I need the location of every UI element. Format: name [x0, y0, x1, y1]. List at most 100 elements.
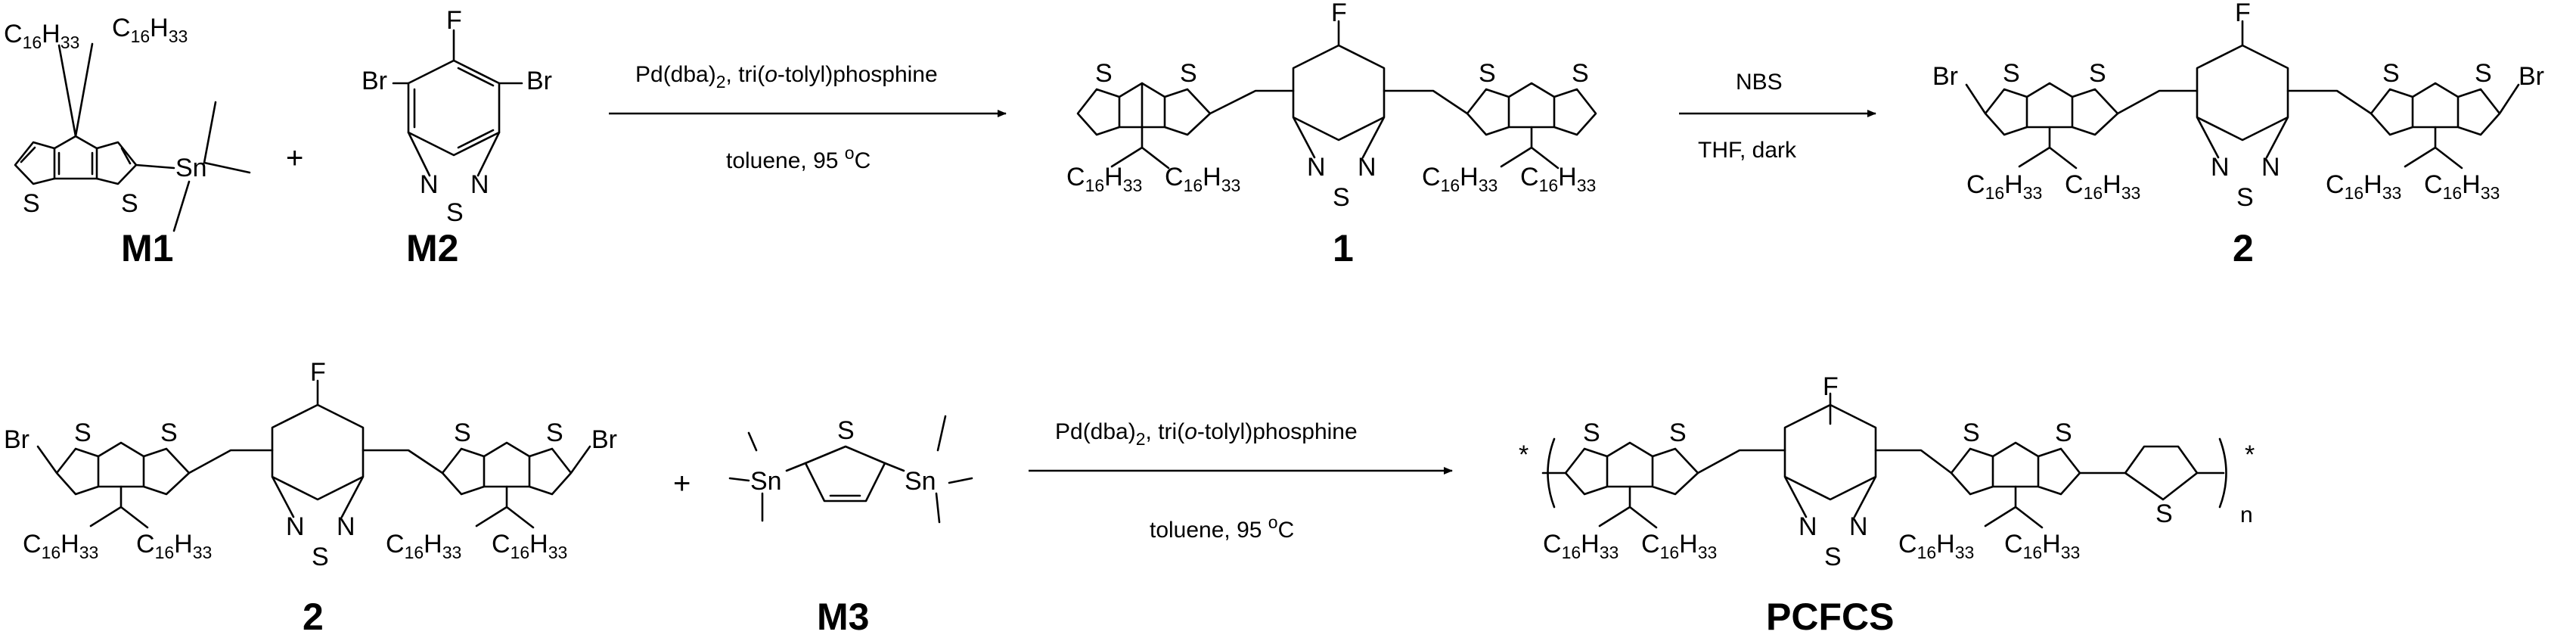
m3-sn-bonds [728, 415, 973, 524]
c2b-fluorine: F [310, 358, 326, 387]
label-polymer: PCFCS [1766, 596, 1894, 638]
c2a-sulfur-4: S [2475, 59, 2492, 88]
c2a-bromine-right: Br [2519, 62, 2544, 91]
structure-polymer: * * n S S S S S F N N S C16H33 C16H33 C1… [1519, 372, 2255, 571]
m3-sulfur: S [837, 416, 855, 445]
plus-sign-2: + [673, 467, 691, 500]
c2a-sulfur-btd: S [2236, 183, 2254, 212]
c2a-links [2116, 89, 2373, 115]
m2-fluorine: F [446, 6, 462, 35]
c1-links [1209, 89, 1469, 115]
structure-compound-2-bottom: Br Br S S S S F N N S C16H33 C16H33 C16H… [4, 358, 617, 571]
polymer-hexadecyl-3: C16H33 [1898, 530, 1974, 562]
polymer-repeat-n: n [2240, 503, 2253, 527]
m2-sulfur: S [446, 198, 464, 227]
c1-hexadecyl-4: C16H33 [1520, 163, 1596, 195]
polymer-sulfur-thiophene: S [2155, 499, 2173, 528]
c2b-nitrogen-left: N [286, 512, 305, 541]
label-m1: M1 [121, 227, 173, 269]
c2b-bromine-right: Br [591, 425, 617, 454]
c2a-nitrogen-right: N [2261, 153, 2280, 182]
c2a-nitrogen-left: N [2211, 153, 2230, 182]
m2-bromine-right: Br [526, 67, 552, 95]
c2a-bromine-left: Br [1932, 62, 1958, 91]
c1-sulfur-1: S [1095, 59, 1113, 88]
label-compound-2-bottom: 2 [303, 596, 324, 638]
structure-compound-1: S S S S F N N S C16H33 C16H33 C16H33 C16… [1066, 0, 1597, 212]
polymer-sulfur-btd: S [1824, 543, 1842, 571]
c2b-right-bridge [475, 485, 535, 529]
reaction-2-conditions: THF, dark [1698, 138, 1797, 163]
c1-btd-core [1292, 20, 1386, 159]
label-compound-2-top: 2 [2233, 227, 2254, 269]
c2b-links [188, 449, 444, 475]
c2a-left-bridge [2018, 126, 2078, 170]
m1-double-bonds [20, 146, 132, 176]
c2b-sulfur-4: S [546, 419, 563, 447]
structure-m1: S S Sn C16H33 C16H33 [4, 14, 251, 232]
reaction-3-catalyst: Pd(dba)2, tri(o-tolyl)phosphine [1055, 419, 1358, 449]
m3-tin-left: Sn [750, 467, 782, 496]
m1-sn-bonds [135, 101, 251, 232]
c1-sulfur-3: S [1479, 59, 1496, 88]
polymer-nitrogen-right: N [1849, 512, 1868, 541]
reaction-2-reagent: NBS [1736, 70, 1783, 95]
polymer-thiophene-end [2078, 445, 2225, 501]
m2-nitrogen-right: N [470, 170, 489, 199]
c2a-sulfur-3: S [2382, 59, 2400, 88]
c1-hexadecyl-3: C16H33 [1422, 163, 1497, 195]
polymer-hexadecyl-1: C16H33 [1543, 530, 1619, 562]
c2b-hexadecyl-2: C16H33 [136, 530, 212, 562]
m3-tin-right: Sn [905, 467, 936, 496]
c2b-sulfur-2: S [160, 419, 178, 447]
m1-sulfur-right: S [121, 189, 138, 218]
polymer-end-star-left: * [1519, 440, 1529, 469]
polymer-hexadecyl-2: C16H33 [1641, 530, 1717, 562]
label-m2: M2 [406, 227, 458, 269]
c2b-sulfur-1: S [74, 419, 92, 447]
m2-nitrogen-left: N [420, 170, 439, 199]
c2a-hexadecyl-2: C16H33 [2065, 170, 2140, 203]
m1-hexadecyl-1: C16H33 [4, 20, 79, 52]
m2-benzene-double-bonds [413, 67, 495, 149]
structure-m2: F Br Br N N S [362, 6, 552, 227]
c1-left-cpdt [1076, 82, 1212, 136]
c2b-hexadecyl-4: C16H33 [492, 530, 567, 562]
m1-bridge-alkyl-bonds [57, 42, 94, 138]
polymer-sulfur-4: S [2055, 419, 2072, 447]
polymer-bracket-right [2218, 437, 2227, 509]
c2b-hexadecyl-1: C16H33 [23, 530, 98, 562]
c1-hexadecyl-1: C16H33 [1066, 163, 1142, 195]
structure-compound-2-top: Br Br S S S S F N N S C16H33 C16H33 C16H… [1932, 0, 2544, 212]
c2a-hexadecyl-3: C16H33 [2326, 170, 2401, 203]
c1-hexadecyl-2: C16H33 [1165, 163, 1240, 195]
c2a-right-bridge [2404, 126, 2463, 170]
c1-right-cpdt-bridge [1500, 126, 1560, 170]
c2b-right-cpdt [441, 441, 591, 496]
m2-thiadiazole [407, 131, 501, 177]
reaction-1-catalyst: Pd(dba)2, tri(o-tolyl)phosphine [635, 62, 938, 92]
c2b-nitrogen-right: N [337, 512, 355, 541]
m1-cyclopentadiene [53, 135, 98, 180]
c2a-left-cpdt [1965, 82, 2119, 136]
m2-bromine-left: Br [362, 67, 387, 95]
c2b-hexadecyl-3: C16H33 [386, 530, 461, 562]
reaction-3-conditions: toluene, 95 oC [1150, 512, 1294, 543]
c2b-left-cpdt [36, 441, 191, 496]
polymer-sulfur-3: S [1963, 419, 1980, 447]
plus-sign-1: + [286, 142, 303, 175]
c1-sulfur-2: S [1180, 59, 1197, 88]
polymer-left-cpdt [1541, 441, 1699, 496]
c2a-hexadecyl-1: C16H33 [1966, 170, 2042, 203]
c2a-fluorine: F [2235, 0, 2251, 27]
m3-thiophene-ring [804, 445, 886, 503]
c2b-btd-core [271, 379, 365, 518]
m1-hexadecyl-2: C16H33 [112, 14, 188, 46]
polymer-hexadecyl-4: C16H33 [2004, 530, 2080, 562]
polymer-right-bridge [1984, 485, 2044, 529]
c2b-sulfur-btd: S [312, 543, 329, 571]
polymer-nitrogen-left: N [1799, 512, 1817, 541]
c2b-bromine-left: Br [4, 425, 29, 454]
